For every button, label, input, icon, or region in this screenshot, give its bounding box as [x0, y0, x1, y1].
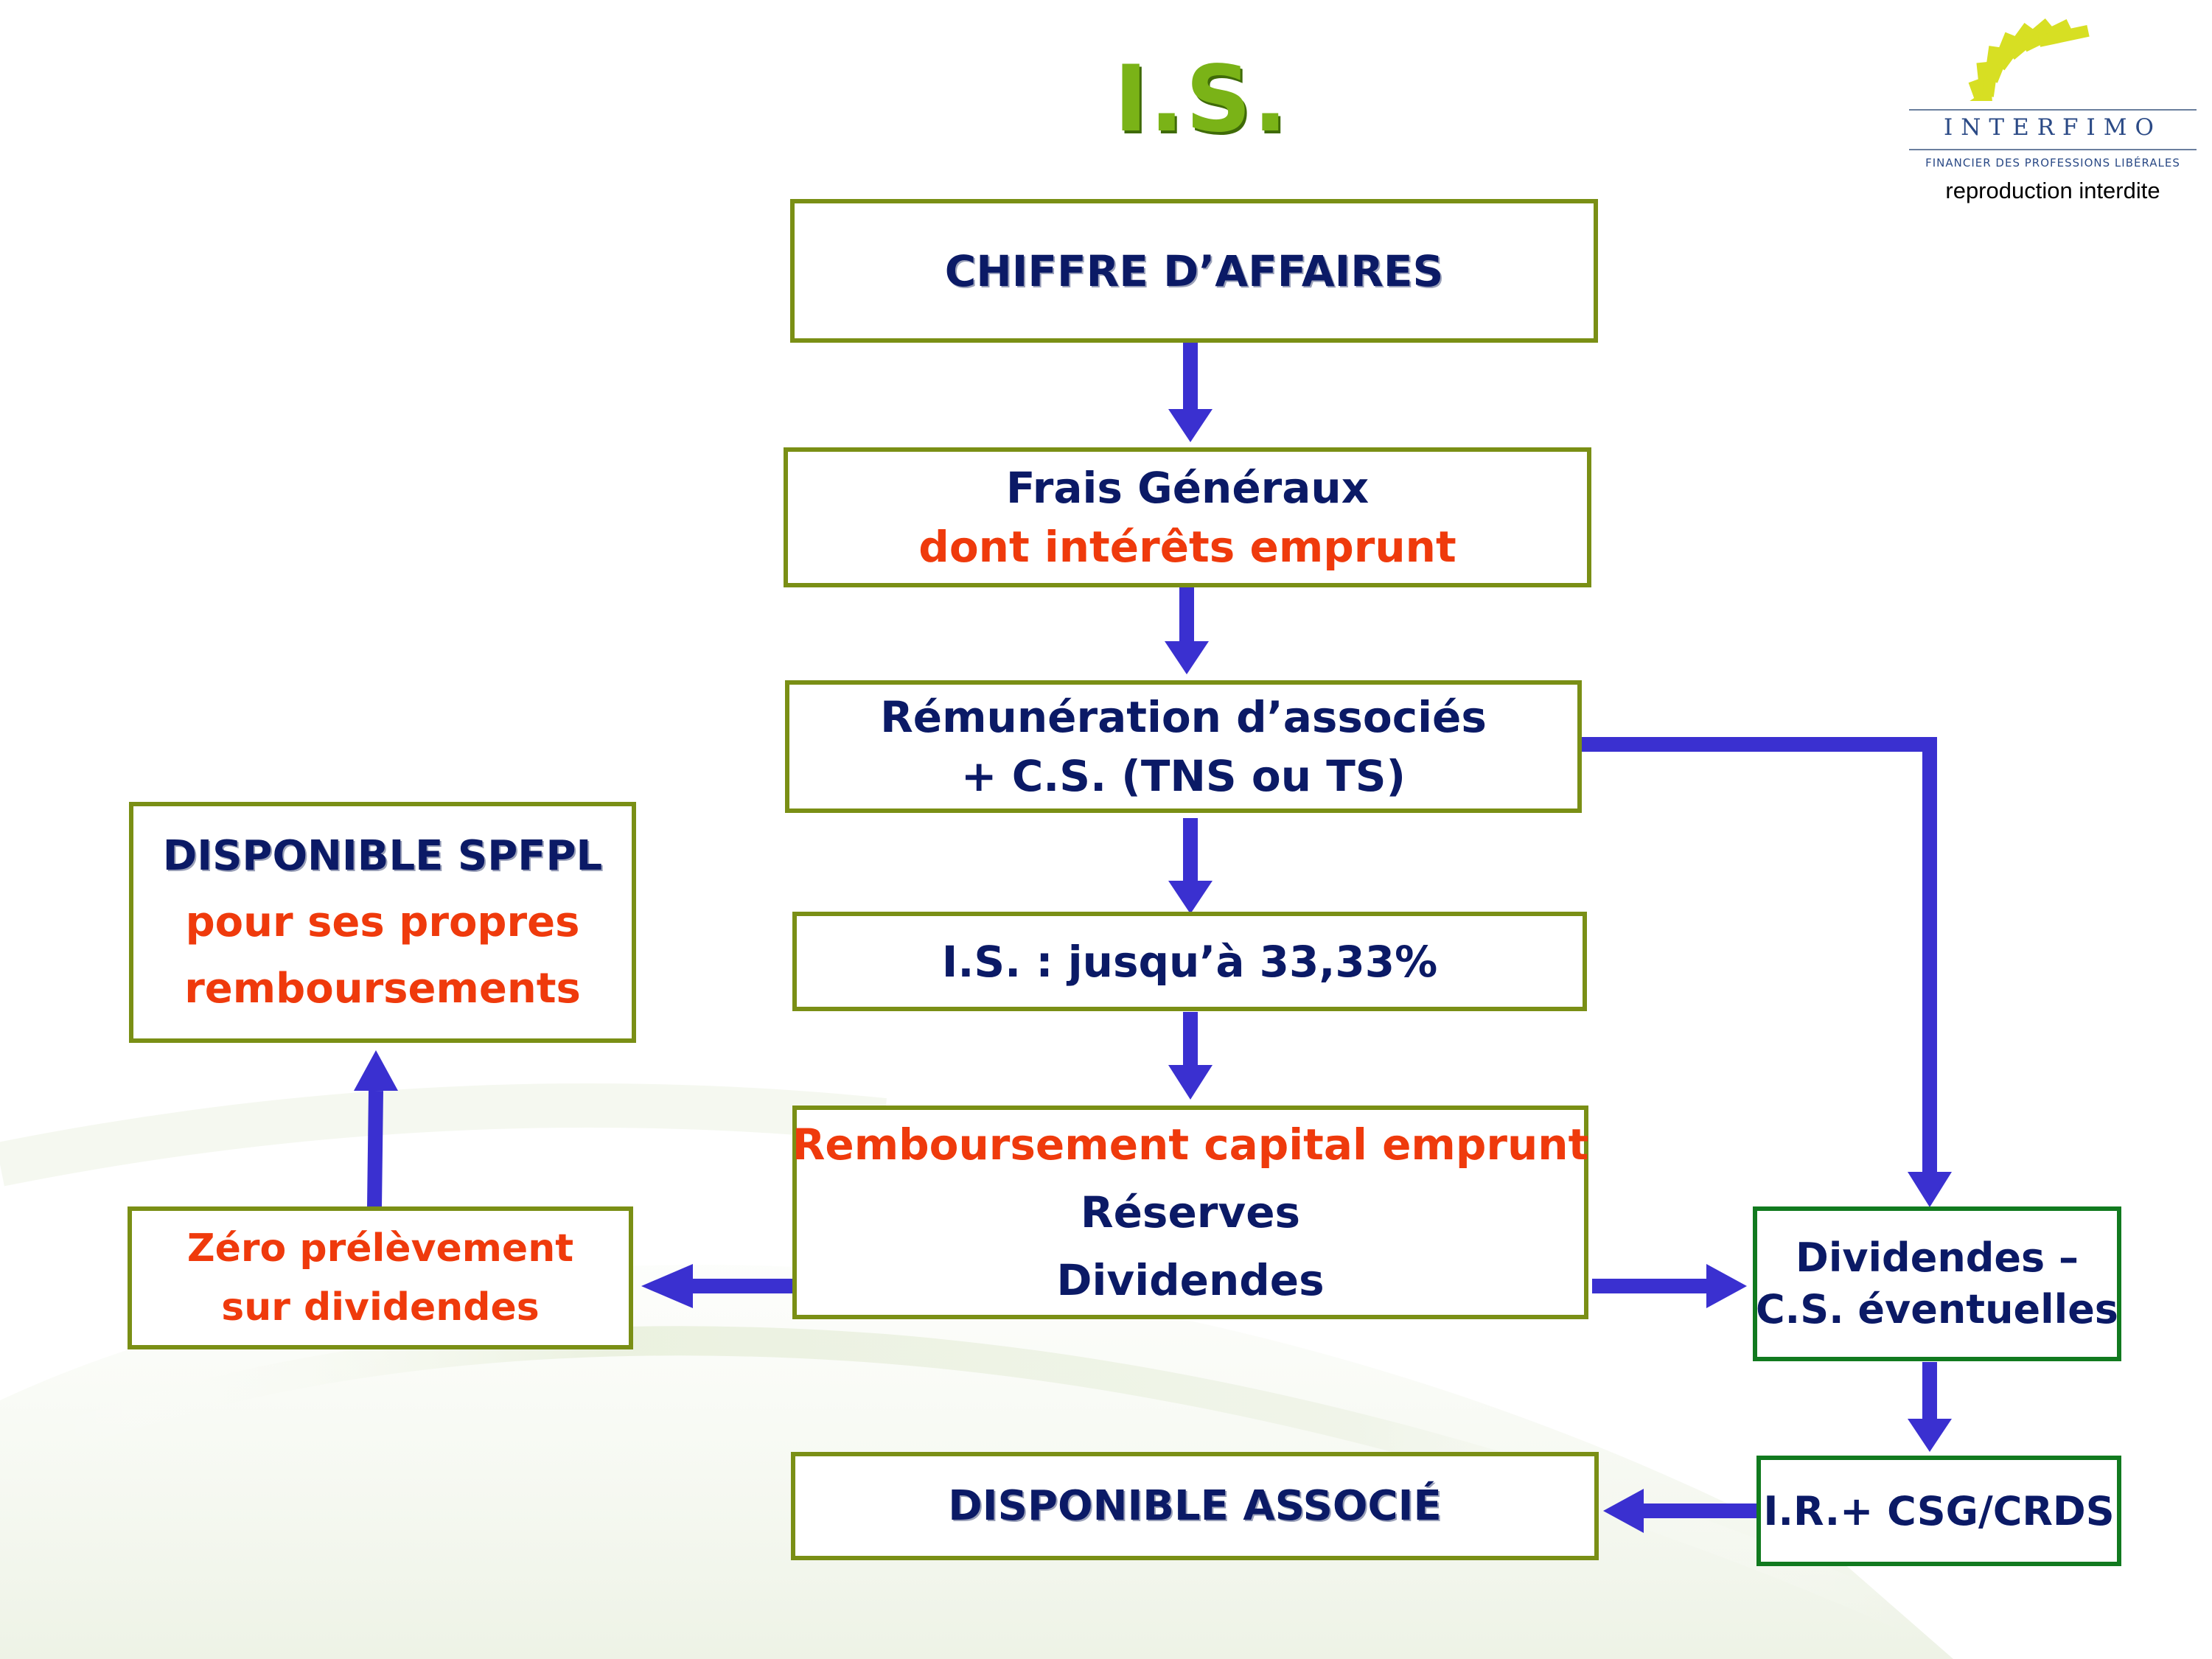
arrowhead-remuneration-is [1168, 881, 1213, 914]
chiffre-affaires-label: CHIFFRE D’AFFAIRES [944, 245, 1444, 296]
sunburst-logo-icon [1902, 18, 2204, 114]
box-ir-csg-crds: I.R.+ CSG/CRDS [1756, 1456, 2121, 1566]
remuneration-label: Rémunération d’associés [880, 692, 1487, 742]
dividendes-label: Dividendes [1056, 1255, 1325, 1305]
box-dividendes-cs: Dividendes – C.S. éventuelles [1753, 1206, 2121, 1361]
arrowhead-ca-frais [1168, 409, 1213, 442]
logo-divider-bottom [1909, 149, 2197, 150]
propres-label: pour ses propres [185, 898, 580, 946]
zero-prelevement-label: Zéro prélèvement [186, 1226, 574, 1271]
frais-generaux-label: Frais Généraux [1005, 463, 1370, 513]
dividendes-cs-label: Dividendes – [1796, 1234, 2079, 1281]
interfimo-logo: INTERFIMO FINANCIER DES PROFESSIONS LIBÉ… [1902, 11, 2204, 210]
box-frais-generaux: Frais Généraux dont intérêts emprunt [784, 447, 1591, 587]
logo-tagline: FINANCIER DES PROFESSIONS LIBÉRALES [1925, 156, 2180, 170]
page-title: I.S. [1114, 46, 1289, 153]
remboursement-capital-label: Remboursement capital emprunt [792, 1120, 1589, 1170]
box-remboursement: Remboursement capital emprunt Réserves D… [792, 1106, 1588, 1319]
box-disponible-associe: DISPONIBLE ASSOCIÉ [791, 1452, 1599, 1560]
arrowhead-zero-spfpl [354, 1050, 398, 1091]
arrowhead-remboursement-zero [641, 1264, 693, 1308]
arrowhead-remuneration-dividendes [1908, 1172, 1952, 1207]
interets-emprunt-label: dont intérêts emprunt [918, 522, 1456, 572]
arrowhead-dividendes-ir [1908, 1419, 1952, 1452]
remboursements-label: remboursements [184, 964, 581, 1013]
logo-name: INTERFIMO [1944, 114, 2162, 141]
box-zero-prelevement: Zéro prélèvement sur dividendes [128, 1206, 633, 1349]
sur-dividendes-label: sur dividendes [221, 1285, 540, 1330]
box-disponible-spfpl: DISPONIBLE SPFPL pour ses propres rembou… [129, 802, 636, 1043]
logo-divider-top [1909, 109, 2197, 111]
box-is-rate: I.S. : jusqu’à 33,33% [792, 912, 1587, 1011]
arrowhead-remboursement-dividendes [1706, 1264, 1747, 1308]
reproduction-notice: reproduction interdite [1945, 178, 2160, 203]
arrowhead-ir-associe [1603, 1489, 1644, 1533]
is-rate-label: I.S. : jusqu’à 33,33% [941, 936, 1438, 987]
cs-eventuelles-label: C.S. éventuelles [1756, 1286, 2118, 1333]
disponible-associe-label: DISPONIBLE ASSOCIÉ [948, 1482, 1442, 1530]
cs-tns-ts-label: + C.S. (TNS ou TS) [960, 751, 1406, 801]
box-remuneration-associes: Rémunération d’associés + C.S. (TNS ou T… [785, 680, 1582, 813]
ir-csg-crds-label: I.R.+ CSG/CRDS [1763, 1487, 2115, 1534]
box-chiffre-affaires: CHIFFRE D’AFFAIRES [790, 199, 1598, 343]
arrowhead-is-remboursement [1168, 1065, 1213, 1100]
reserves-label: Réserves [1080, 1187, 1301, 1237]
arrowhead-frais-remuneration [1165, 641, 1209, 674]
disponible-spfpl-label: DISPONIBLE SPFPL [162, 831, 603, 880]
